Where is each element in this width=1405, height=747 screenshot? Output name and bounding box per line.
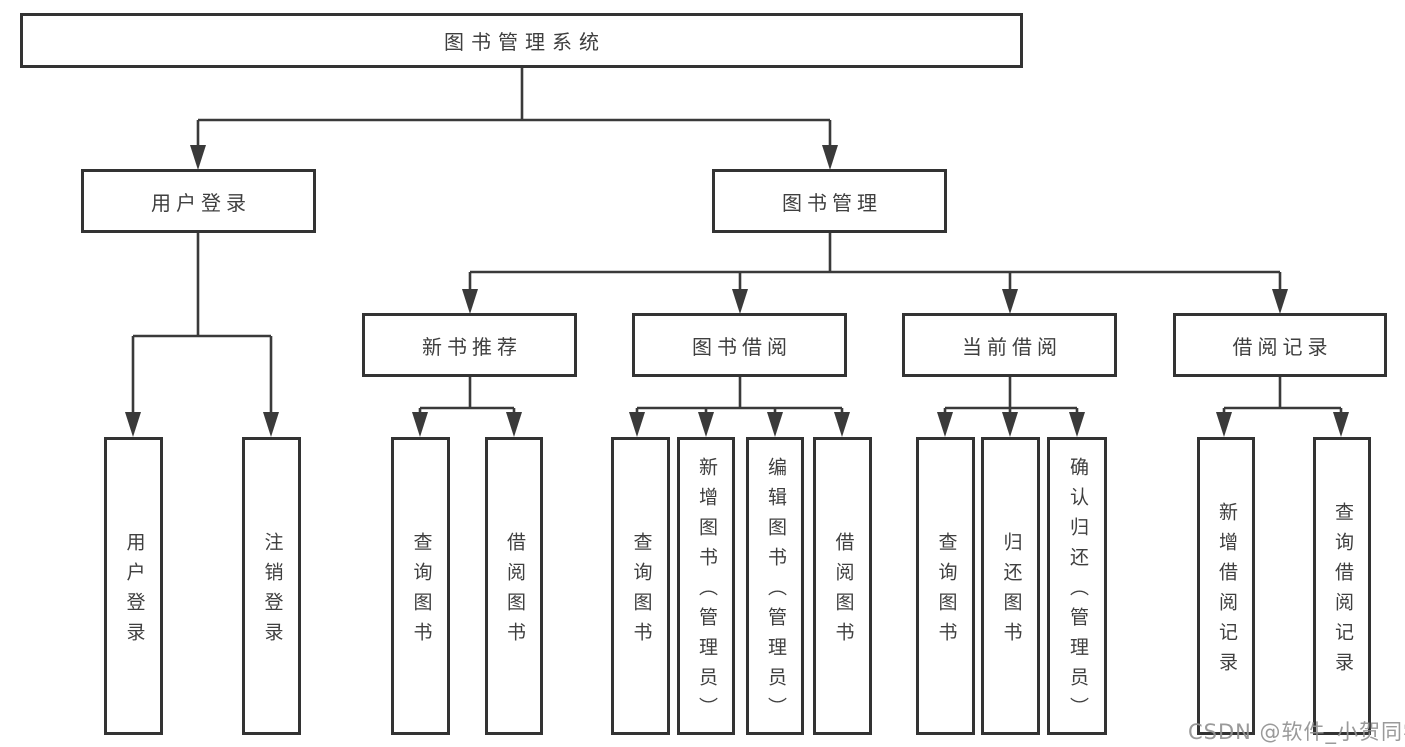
- leaf-recommend-query-books-label: 查询图书: [410, 531, 433, 652]
- node-borrowing-records: 借阅记录: [1173, 313, 1387, 377]
- node-book-management-label: 图书管理: [782, 190, 882, 215]
- node-user-login: 用户登录: [81, 169, 316, 233]
- leaf-borrowing-query-books: 查询图书: [611, 437, 670, 735]
- leaf-return-books: 归还图书: [981, 437, 1040, 735]
- node-system-root-label: 图书管理系统: [444, 30, 606, 54]
- node-borrowing-records-label: 借阅记录: [1232, 334, 1333, 359]
- leaf-query-borrow-record: 查询借阅记录: [1313, 437, 1371, 735]
- leaf-return-books-label: 归还图书: [1000, 531, 1023, 652]
- node-current-borrowing: 当前借阅: [902, 313, 1117, 377]
- leaf-borrowing-borrow-books: 借阅图书: [813, 437, 872, 735]
- leaf-add-books-admin: 新增图书（管理员）: [677, 437, 735, 735]
- leaf-edit-books-admin: 编辑图书（管理员）: [746, 437, 804, 735]
- node-book-borrowing: 图书借阅: [632, 313, 847, 377]
- leaf-current-query-books: 查询图书: [916, 437, 975, 735]
- node-user-login-label: 用户登录: [151, 190, 251, 215]
- leaf-add-borrow-record-label: 新增借阅记录: [1215, 501, 1238, 682]
- node-system-root: 图书管理系统: [20, 13, 1023, 68]
- leaf-user-login-label: 用户登录: [123, 531, 146, 652]
- leaf-logout-login: 注销登录: [242, 437, 301, 735]
- leaf-confirm-return-admin: 确认归还（管理员）: [1047, 437, 1107, 735]
- csdn-watermark: CSDN @软件_小贺同学: [1188, 720, 1405, 744]
- leaf-borrowing-query-books-label: 查询图书: [630, 531, 653, 652]
- node-book-borrowing-label: 图书借阅: [692, 334, 792, 359]
- leaf-confirm-return-admin-label: 确认归还（管理员）: [1066, 456, 1089, 727]
- leaf-recommend-borrow-books: 借阅图书: [485, 437, 543, 735]
- node-new-book-recommend: 新书推荐: [362, 313, 577, 377]
- leaf-user-login: 用户登录: [104, 437, 163, 735]
- node-new-book-recommend-label: 新书推荐: [422, 334, 522, 359]
- node-book-management: 图书管理: [712, 169, 947, 233]
- node-current-borrowing-label: 当前借阅: [962, 334, 1062, 359]
- leaf-add-books-admin-label: 新增图书（管理员）: [695, 456, 718, 727]
- leaf-current-query-books-label: 查询图书: [935, 531, 958, 652]
- leaf-recommend-borrow-books-label: 借阅图书: [503, 531, 526, 652]
- leaf-query-borrow-record-label: 查询借阅记录: [1331, 501, 1354, 682]
- leaf-recommend-query-books: 查询图书: [391, 437, 450, 735]
- leaf-borrowing-borrow-books-label: 借阅图书: [832, 531, 855, 652]
- leaf-edit-books-admin-label: 编辑图书（管理员）: [764, 456, 787, 727]
- leaf-add-borrow-record: 新增借阅记录: [1197, 437, 1255, 735]
- leaf-logout-login-label: 注销登录: [261, 531, 284, 652]
